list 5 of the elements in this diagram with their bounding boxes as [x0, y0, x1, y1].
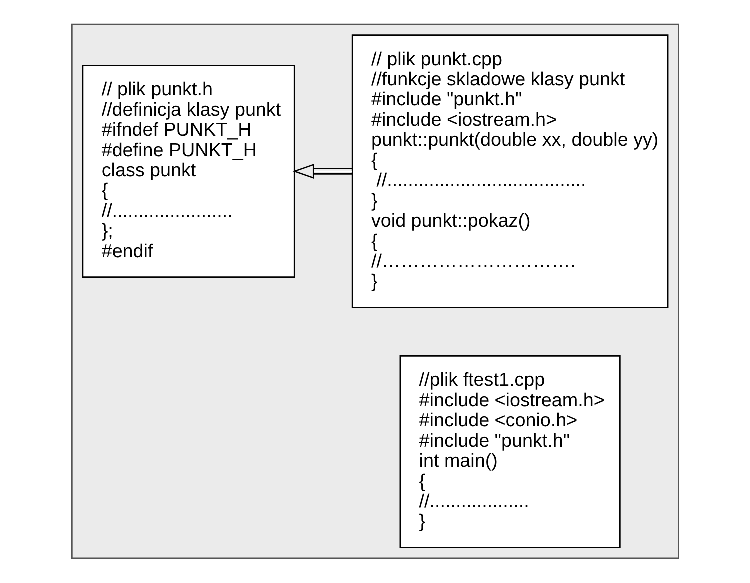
node-box: // plik punkt.cpp //funkcje skladowe klasy punkt #include "punkt.h" #include <iostream.h> punkt::punkt(double xx, double yy) { //...................................... } void punkt::pokaz() { //…………………………. }: [351, 34, 668, 308]
arrow: [292, 164, 352, 180]
node-box: //plik ftest1.cpp #include <iostream.h> #include <conio.h> #include "punkt.h" int main() { //................... }: [399, 356, 620, 548]
cluster: [71, 24, 679, 560]
node-box: // plik punkt.h //definicja klasy punkt #ifndef PUNKT_H #define PUNKT_H class punkt { //....................... }; #endif: [82, 65, 295, 278]
